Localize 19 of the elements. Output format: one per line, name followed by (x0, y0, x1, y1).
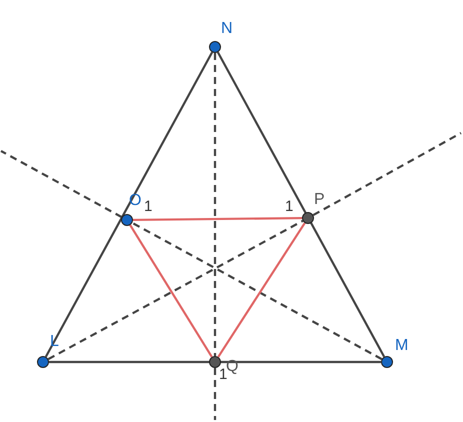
dashed-line (214, 368, 216, 420)
line-segment (132, 216, 302, 222)
line-segment (129, 224, 213, 358)
point-label: M (395, 338, 408, 354)
point-label: Q (226, 359, 238, 375)
dashed-line (48, 220, 304, 360)
point-label: N (221, 21, 233, 37)
angle-mark-label: 1 (144, 199, 152, 214)
line-segment (217, 222, 306, 358)
dashed-line (132, 222, 382, 360)
dashed-line (312, 132, 462, 216)
line-segment (44, 52, 214, 358)
point-label: P (314, 192, 325, 208)
dashed-line (214, 53, 216, 356)
line-segment (216, 52, 386, 358)
angle-mark-label: 1 (285, 199, 294, 214)
line-segment (49, 360, 381, 364)
angle-mark-label: 1 (219, 367, 228, 382)
dashed-line (0, 150, 122, 218)
